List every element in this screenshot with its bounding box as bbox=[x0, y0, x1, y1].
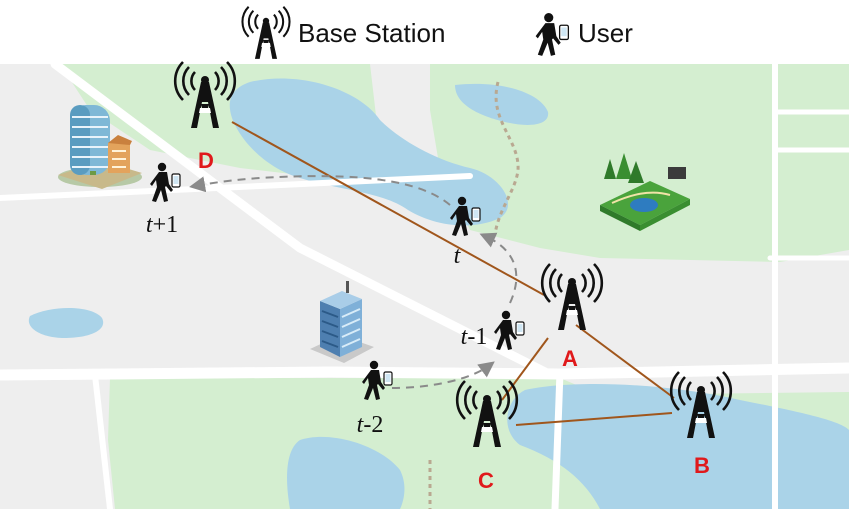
user-t: t bbox=[449, 196, 481, 269]
base-station-c: C bbox=[455, 379, 519, 493]
time-label-t-plus-1: t+1 bbox=[146, 212, 178, 238]
link-d-a bbox=[231, 121, 545, 296]
walking-user-phone-icon bbox=[534, 12, 570, 57]
link-a-b bbox=[575, 324, 675, 399]
user-t-minus-2: t-2 bbox=[357, 360, 393, 438]
base-station-b: B bbox=[669, 370, 733, 478]
dotted-paths bbox=[428, 81, 520, 509]
link-a-c bbox=[501, 337, 549, 401]
legend-base-station-label: Base Station bbox=[298, 18, 446, 48]
user-t-plus-1: t+1 bbox=[146, 162, 181, 238]
base-station-label-c: C bbox=[478, 468, 494, 493]
trajectory-arrow-t-2-to-t-1 bbox=[391, 361, 495, 389]
base-station-label-d: D bbox=[198, 148, 214, 173]
trajectory-arrow-t-1-to-t bbox=[479, 232, 518, 304]
base-station-d: D bbox=[173, 60, 237, 173]
link-c-b bbox=[515, 412, 673, 426]
water-bodies bbox=[28, 78, 849, 509]
base-station-label-b: B bbox=[694, 453, 710, 478]
time-label-t-minus-2: t-2 bbox=[357, 412, 384, 438]
base-station-label-a: A bbox=[562, 346, 578, 371]
base-station-links bbox=[231, 121, 675, 426]
user-trajectory bbox=[189, 175, 518, 389]
user-t-minus-1: t-1 bbox=[461, 310, 525, 351]
trajectory-arrow-t-to-t+1 bbox=[189, 175, 451, 206]
legend-user-label: User bbox=[578, 18, 633, 48]
legend: Base Station User bbox=[232, 0, 652, 64]
tower-building-icon bbox=[310, 281, 374, 363]
time-label-t: t bbox=[454, 243, 462, 269]
antenna-tower-icon bbox=[241, 5, 291, 60]
time-label-t-minus-1: t-1 bbox=[461, 324, 488, 350]
roads bbox=[0, 59, 849, 509]
base-station-a: A bbox=[540, 262, 604, 371]
office-building-icon bbox=[58, 105, 142, 189]
park-icon bbox=[600, 153, 690, 231]
